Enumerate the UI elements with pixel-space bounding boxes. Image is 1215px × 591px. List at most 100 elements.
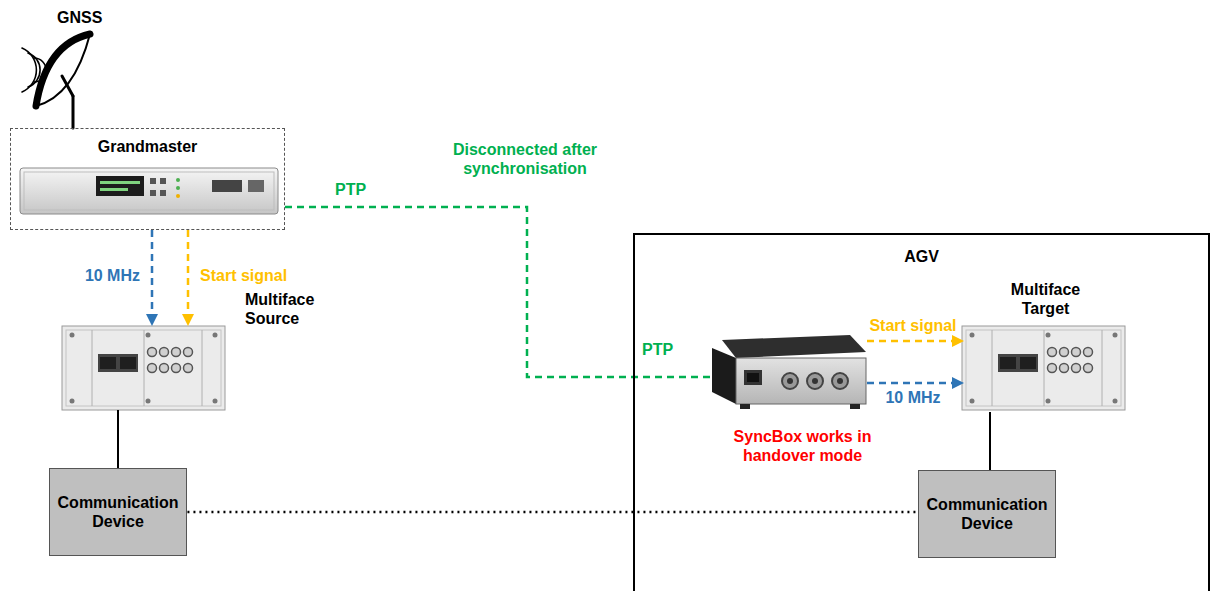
syncbox-drawing xyxy=(722,335,866,358)
communication-device-box: Communication Device xyxy=(49,468,188,556)
syncbox-drawing xyxy=(807,373,823,389)
agv-region: AGV SyncBox works in handover mode Multifa… xyxy=(633,233,1210,591)
syncbox-drawing xyxy=(712,348,736,404)
node-label: Grandmaster xyxy=(11,137,284,156)
grandmaster-device xyxy=(248,180,264,192)
annotation-label: PTP xyxy=(335,180,366,199)
connector-line xyxy=(117,410,119,468)
grandmaster-device xyxy=(176,178,180,182)
multiface-target-drawing xyxy=(962,326,1125,410)
signal-connector xyxy=(146,230,158,326)
node-label: AGV xyxy=(635,247,1208,266)
node-label: Communication Device xyxy=(927,495,1048,533)
multiface-source-drawing xyxy=(172,348,181,357)
multiface-source-drawing xyxy=(146,399,151,404)
multiface-source-drawing xyxy=(172,364,181,373)
syncbox-drawing xyxy=(736,358,866,404)
grandmaster-device xyxy=(100,181,140,184)
grandmaster-device xyxy=(150,190,156,196)
multiface-source-drawing xyxy=(184,348,193,357)
communication-device-box: Communication Device xyxy=(918,470,1057,558)
multiface-target-drawing xyxy=(970,333,975,338)
multiface-source-drawing xyxy=(184,364,193,373)
grandmaster-device xyxy=(100,188,128,191)
arrow-head xyxy=(952,377,964,389)
signal-connector xyxy=(118,410,119,468)
signal-label: 10 MHz xyxy=(885,388,940,407)
grandmaster-device xyxy=(160,178,166,184)
multiface-source-drawing xyxy=(70,333,75,338)
multiface-source-drawing xyxy=(148,364,157,373)
multiface-target-drawing xyxy=(1072,348,1081,357)
multiface-target-drawing xyxy=(1048,364,1057,373)
gnss-antenna xyxy=(22,34,90,128)
multiface-source-drawing xyxy=(66,330,221,406)
multiface-source-drawing xyxy=(202,330,203,406)
syncbox-drawing xyxy=(850,404,860,409)
syncbox-drawing xyxy=(812,378,818,384)
node-label: Multiface Target xyxy=(1011,280,1080,318)
signal-connector xyxy=(867,377,964,389)
multiface-source-drawing xyxy=(213,333,218,338)
signal-label: PTP xyxy=(642,340,673,359)
multiface-source-drawing xyxy=(98,354,138,372)
gnss-antenna xyxy=(22,48,36,92)
multiface-source-drawing xyxy=(120,357,136,369)
multiface-source-drawing xyxy=(160,348,169,357)
multiface-target-drawing xyxy=(962,326,1125,410)
multiface-target-drawing xyxy=(992,330,993,406)
signal-connector xyxy=(867,335,964,347)
signal-connector xyxy=(990,412,991,470)
multiface-source-drawing xyxy=(146,333,151,338)
multiface-target-drawing xyxy=(1060,348,1069,357)
multiface-target-drawing xyxy=(1048,348,1057,357)
connector-line xyxy=(867,340,954,343)
grandmaster-box: Grandmaster xyxy=(10,128,285,230)
multiface-target-drawing xyxy=(1102,330,1103,406)
node-label: Communication Device xyxy=(58,493,179,531)
multiface-target-drawing xyxy=(1084,364,1093,373)
multiface-target-drawing xyxy=(1000,357,1016,369)
connector-line xyxy=(989,412,991,470)
multiface-source-drawing xyxy=(144,330,145,406)
multiface-source-drawing xyxy=(62,326,225,410)
multiface-target-drawing xyxy=(1020,357,1036,369)
connector-line xyxy=(187,230,190,316)
grandmaster-device xyxy=(24,172,274,210)
signal-label: Start signal xyxy=(869,316,956,335)
syncbox-drawing xyxy=(740,404,750,409)
multiface-target-drawing xyxy=(1072,364,1081,373)
multiface-source-drawing xyxy=(148,348,157,357)
multiface-source-drawing xyxy=(213,399,218,404)
syncbox-device: SyncBox works in handover mode xyxy=(712,337,867,417)
signal-connector xyxy=(182,230,194,326)
grandmaster-device xyxy=(176,186,180,190)
multiface-target-drawing xyxy=(1084,348,1093,357)
connector-line xyxy=(151,230,154,316)
gnss-antenna xyxy=(36,34,90,106)
multiface-target-drawing xyxy=(1060,364,1069,373)
multiface-target-drawing xyxy=(1044,330,1045,406)
multiface-source-drawing xyxy=(70,399,75,404)
multiface-source-drawing xyxy=(160,364,169,373)
multiface-source-drawing xyxy=(62,326,225,410)
multiface-target-drawing xyxy=(1046,399,1051,404)
grandmaster-device xyxy=(212,180,242,192)
grandmaster-device xyxy=(20,168,278,214)
node-label: SyncBox works in handover mode xyxy=(720,427,885,465)
gnss-antenna xyxy=(72,96,75,128)
multiface-target-drawing xyxy=(1046,333,1051,338)
multiface-target-drawing xyxy=(1113,333,1118,338)
multiface-source-drawing xyxy=(100,357,116,369)
gnss-antenna xyxy=(62,76,73,96)
grandmaster-device xyxy=(96,176,144,196)
multiface-target-drawing xyxy=(1113,399,1118,404)
multiface-target-drawing xyxy=(966,330,1121,406)
grandmaster-device xyxy=(160,190,166,196)
syncbox-drawing xyxy=(782,373,798,389)
syncbox-drawing xyxy=(787,378,793,384)
syncbox-drawing xyxy=(744,370,762,385)
signal-label: Start signal xyxy=(200,266,287,285)
arrow-head xyxy=(182,314,194,326)
syncbox-drawing xyxy=(837,378,843,384)
